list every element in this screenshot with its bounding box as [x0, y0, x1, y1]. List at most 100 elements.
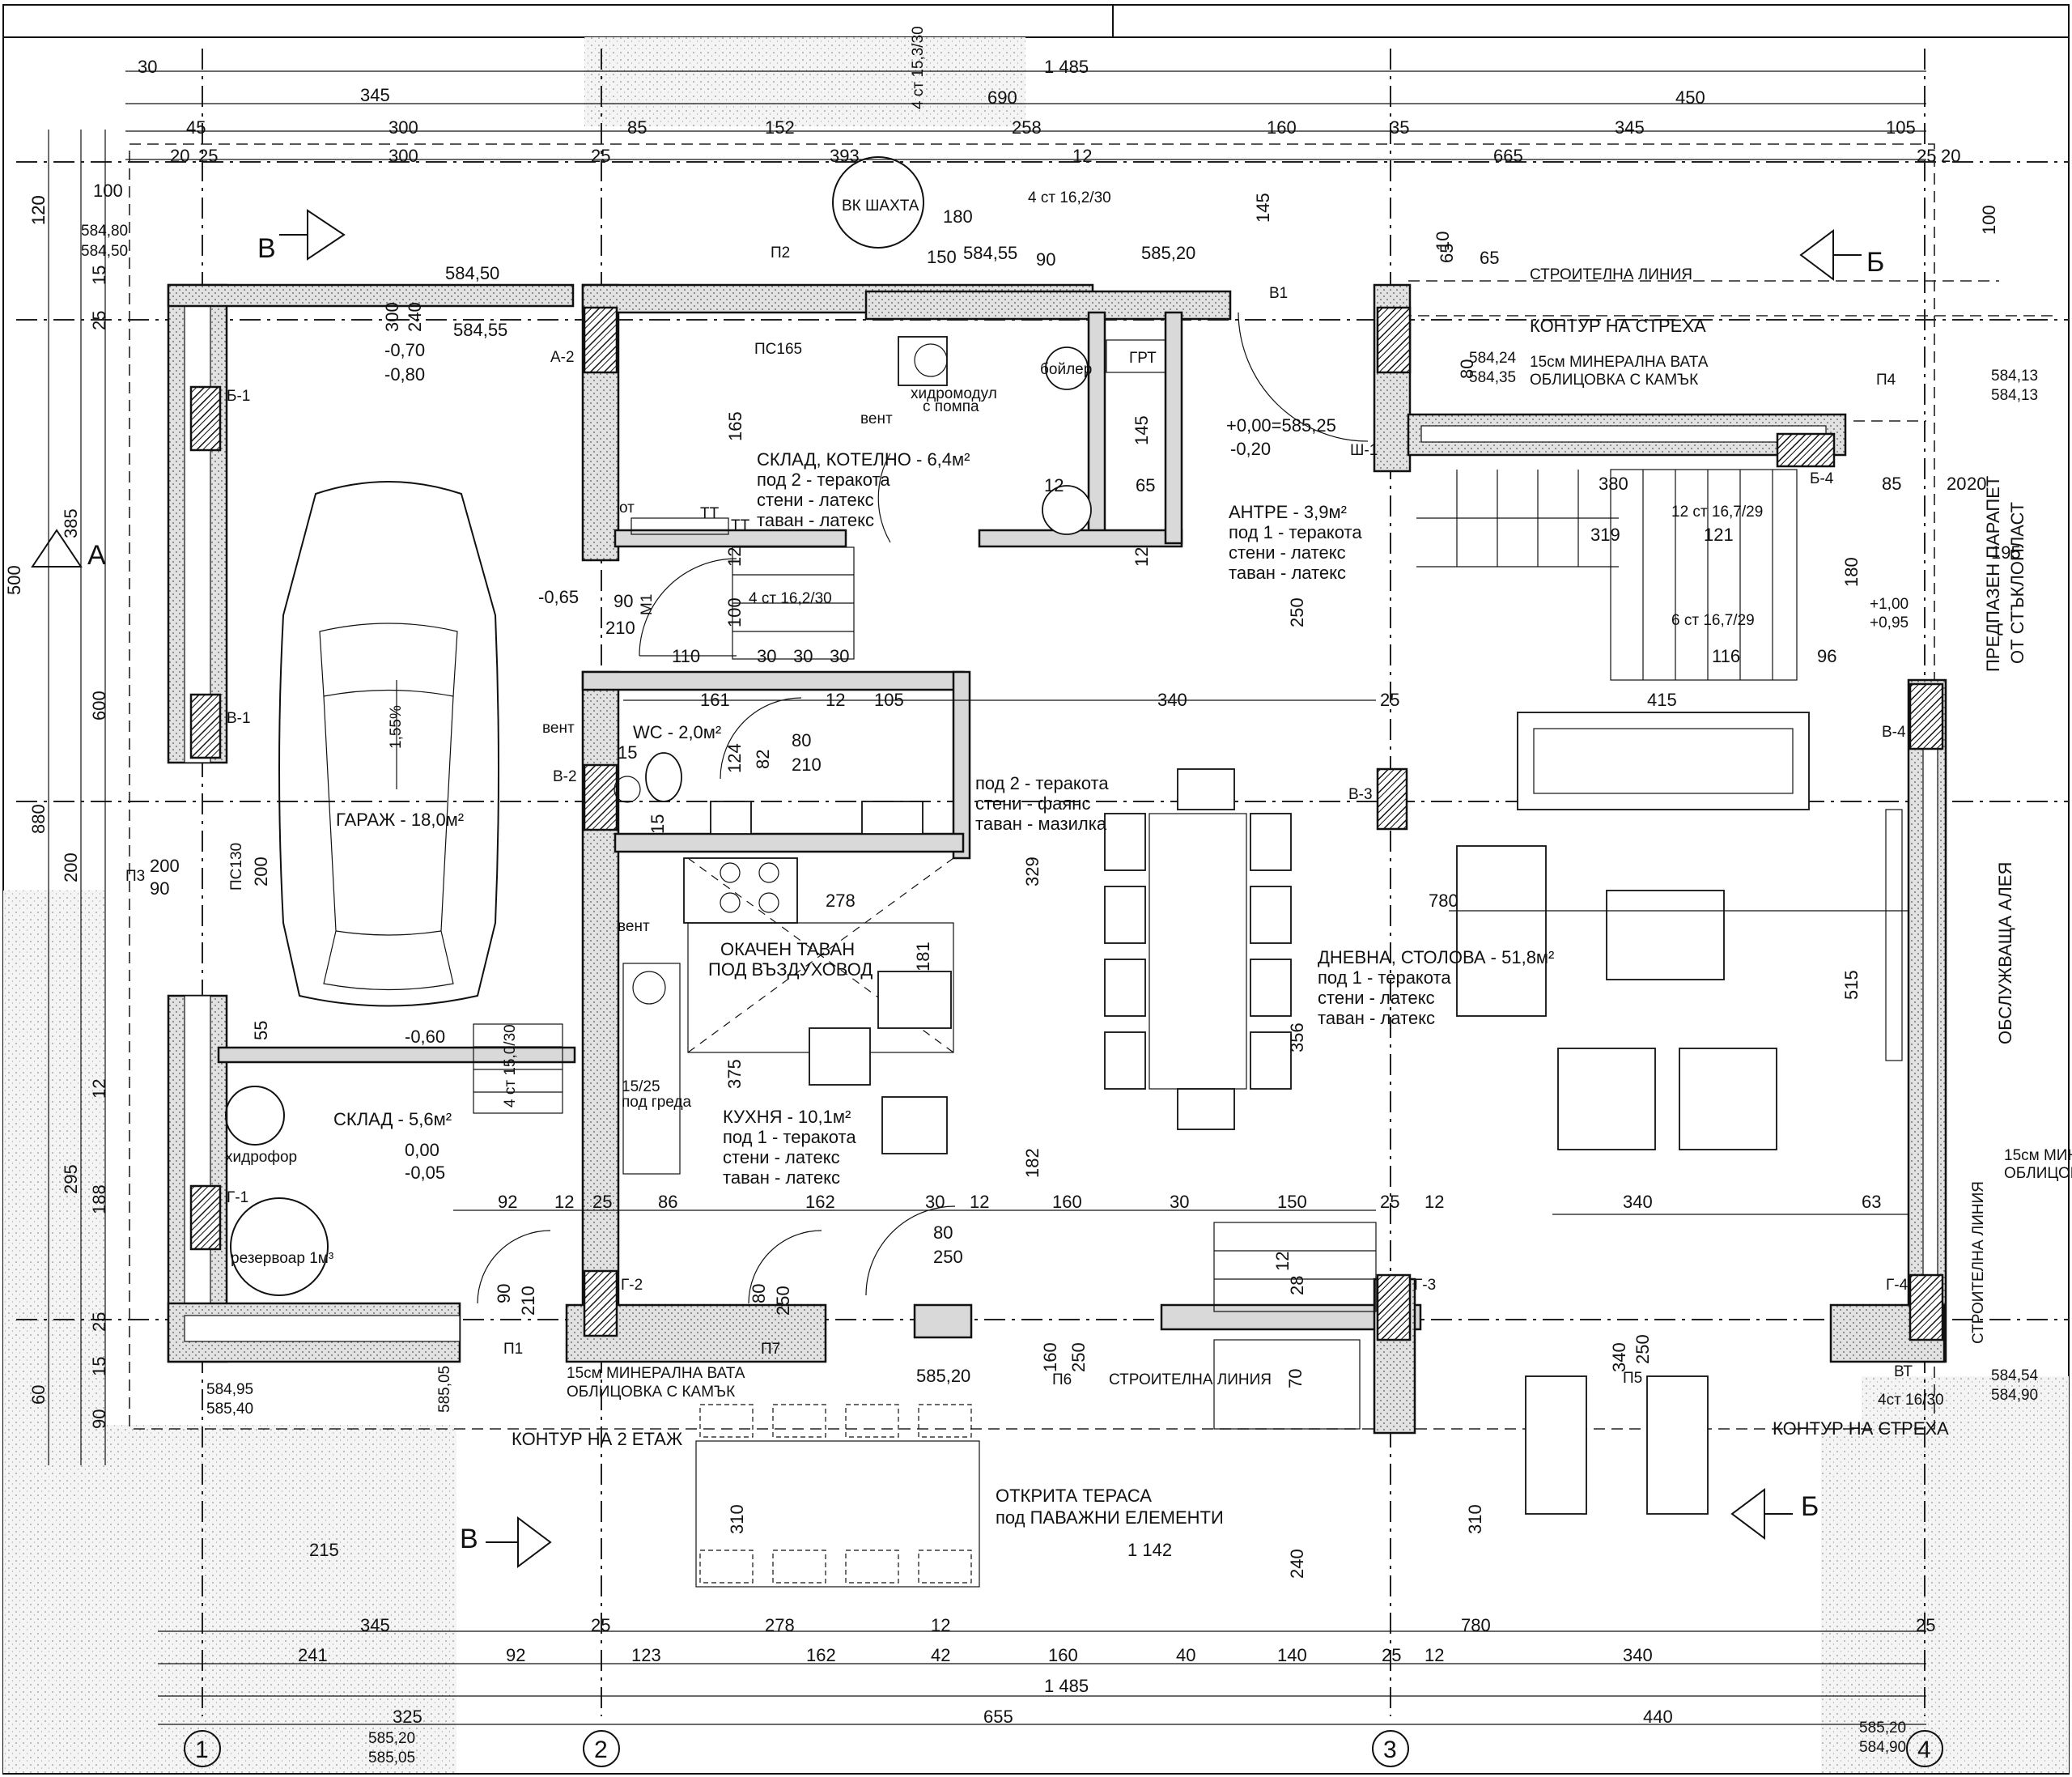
roof-contour-top: КОНТУР НА СТРЕХА	[1530, 316, 1706, 336]
dim-bot-25: 25	[591, 1615, 610, 1635]
wc-walls: стени - фаянс	[975, 793, 1090, 814]
dim-bot-215: 215	[309, 1540, 339, 1560]
level-l13: -0,65	[538, 587, 579, 607]
dim-in-162: 162	[805, 1192, 835, 1212]
stair-2: 4 ст 16,2/30	[1028, 189, 1111, 206]
tank-label: резервоар 1м³	[231, 1250, 333, 1267]
parapet-2: ОТ СТЪКЛОПЛАСТ	[2007, 502, 2027, 664]
dim-in-100: 100	[724, 597, 745, 627]
sh1-label: Ш-1	[1350, 442, 1378, 459]
dim-in-25: 25	[1380, 690, 1399, 710]
dim-bot-325: 325	[393, 1707, 422, 1727]
dim-left-60: 60	[28, 1385, 49, 1405]
mark-v3: В-3	[1348, 786, 1373, 803]
dim-in-12c: 12	[554, 1192, 574, 1212]
dim-in-515: 515	[1841, 970, 1862, 1000]
dim-in-86: 86	[658, 1192, 677, 1212]
dim-in-165: 165	[725, 411, 745, 441]
dim-left-385: 385	[61, 508, 81, 538]
dim-top-258: 258	[1012, 117, 1042, 138]
dim-in-310b: 310	[1465, 1504, 1485, 1534]
dim-left-25b: 25	[89, 1312, 109, 1332]
level-l4: 584,55	[453, 320, 507, 340]
dim-top-160: 160	[1267, 117, 1297, 138]
beam-label-2: под греда	[622, 1094, 692, 1111]
level-l20: 584,90	[1991, 1387, 2038, 1404]
dim-in-80b: 80	[792, 730, 811, 750]
level-l7: 584,24	[1469, 350, 1517, 367]
pump-label: с помпа	[923, 398, 979, 415]
section-a: А	[87, 540, 106, 571]
dim-top-393: 393	[830, 146, 860, 166]
dim-in-250c: 250	[773, 1286, 793, 1316]
dim-in-120: 180	[943, 206, 973, 227]
dim-in-90: 90	[614, 591, 633, 611]
wc-floor: под 2 - теракота	[975, 773, 1109, 793]
dim-in-181: 181	[913, 942, 933, 971]
level-l17: 585,05	[436, 1366, 453, 1413]
level-l5: 584,55	[963, 243, 1017, 263]
insulation-right-2: ОБЛИЦОВ	[2004, 1165, 2072, 1182]
dim-in-160: 160	[1052, 1192, 1082, 1212]
stair-6: 4 ст 15,0/30	[502, 1024, 519, 1107]
mark-g4: Г-4	[1886, 1277, 1909, 1294]
dim-bot-655: 655	[983, 1707, 1013, 1727]
mark-p6: П6	[1052, 1371, 1072, 1388]
living-name: ДНЕВНА, СТОЛОВА - 51,8м²	[1318, 947, 1554, 967]
level-l21: 585,20	[368, 1730, 415, 1747]
mark-b4: Б-4	[1810, 470, 1834, 487]
level-l2: 584,50	[81, 243, 128, 260]
building-line-right: СТРОИТЕЛНА ЛИНИЯ	[1970, 1181, 1987, 1344]
dim-left-25: 25	[89, 311, 109, 330]
dim-top-300a: 300	[388, 117, 418, 138]
dim-in-278: 278	[826, 891, 856, 911]
storage-boiler-name: СКЛАД, КОТЕЛНО - 6,4м²	[757, 449, 970, 470]
dim-in-160b: 160	[1040, 1342, 1060, 1372]
building-line-top: СТРОИТЕЛНА ЛИНИЯ	[1530, 266, 1692, 283]
level-l9: 584,13	[1991, 368, 2038, 385]
storage2-level2: -0,05	[405, 1163, 445, 1183]
dim-in-210b: 210	[792, 755, 822, 775]
ot-label: от	[619, 500, 635, 517]
dim-top-690: 690	[987, 87, 1017, 108]
ground-areas	[3, 37, 2069, 1773]
dim-in-12g: 12	[1044, 475, 1064, 495]
dim-bot-160: 160	[1048, 1645, 1078, 1665]
door-swings	[477, 312, 1369, 1304]
garage-level2: -0,80	[384, 364, 425, 385]
dim-in-375: 375	[724, 1059, 745, 1089]
dim-in-30c: 30	[830, 646, 849, 666]
stair-3: 4 ст 16,2/30	[749, 590, 832, 607]
dim-bot-241: 241	[298, 1645, 328, 1665]
dim-in-380: 380	[1599, 474, 1628, 494]
dim-in-356: 356	[1287, 1022, 1307, 1052]
mark-p4: П4	[1876, 372, 1896, 389]
level-l16: 585,40	[206, 1401, 253, 1418]
dim-in-105: 105	[874, 690, 904, 710]
dim-bot-1142: 1 142	[1127, 1540, 1172, 1560]
boiler-label: бойлер	[1040, 361, 1092, 378]
dim-in-182: 182	[1022, 1148, 1042, 1178]
dim-in-310a: 310	[727, 1504, 747, 1534]
mark-g1: Г-1	[227, 1189, 248, 1206]
insulation-right-1: 15см МИНЕ	[2004, 1147, 2072, 1164]
dim-left-880: 880	[28, 804, 49, 834]
dim-in-250d: 250	[1068, 1342, 1089, 1372]
terrace-furniture	[695, 1375, 1709, 1588]
level-l12: +0,95	[1870, 614, 1909, 631]
entry-level1: +0,00=585,25	[1226, 415, 1336, 436]
living-furniture	[1104, 712, 1903, 1150]
dim-bot-12b: 12	[1424, 1645, 1444, 1665]
slope-label: 1,55%	[388, 705, 405, 749]
wc-ceiling: таван - мазилка	[975, 814, 1107, 834]
dim-in-92: 92	[498, 1192, 517, 1212]
dim-in-20b: 20	[1967, 474, 1986, 494]
dim-in-15b: 15	[648, 814, 668, 834]
dim-in-70: 70	[1285, 1369, 1306, 1388]
dim-in-30b: 30	[793, 646, 813, 666]
dim-top-20b: 20	[1941, 146, 1960, 166]
dim-bot-278: 278	[765, 1615, 795, 1635]
level-l23: 585,20	[1859, 1720, 1906, 1737]
hydrofor-label: хидрофор	[225, 1149, 297, 1166]
